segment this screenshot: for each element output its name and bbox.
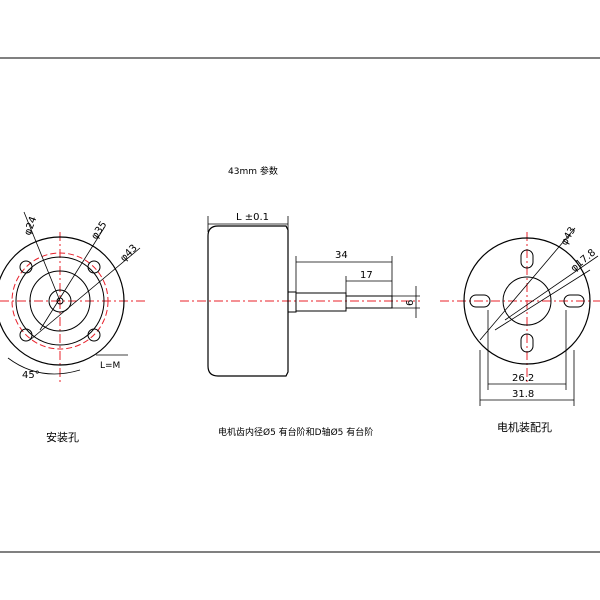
right-view: φ43 φ17.8 26.2 31.8 电机装配孔 <box>440 225 600 434</box>
side-view: L ±0.1 34 17 6 电机齿内径Ø5 有台阶和D轴Ø5 有台阶 <box>180 212 420 438</box>
right-outer-circle <box>463 237 591 365</box>
left-angle-label: 45° <box>22 370 40 381</box>
left-view-caption: 安装孔 <box>46 430 79 444</box>
side-dim-6-label: 6 <box>405 300 416 306</box>
side-boss <box>287 291 297 313</box>
left-inner-circle <box>29 270 91 332</box>
right-leader-d17-8 <box>504 255 599 321</box>
left-view: φ24 φ35 φ43 45° L=M 安装孔 <box>0 211 145 444</box>
left-angle-arc <box>7 357 81 375</box>
left-mount-hole-ll <box>19 328 33 342</box>
right-leader-d43 <box>479 227 576 341</box>
left-leader-d43 <box>29 247 141 341</box>
side-shaft <box>295 292 347 312</box>
right-dim-26-2-label: 26.2 <box>512 373 534 384</box>
side-shaft-tip <box>345 295 393 309</box>
side-dim-l-label: L ±0.1 <box>236 212 269 223</box>
left-hub-circle <box>48 289 72 313</box>
left-dim-d35: φ35 <box>89 220 109 242</box>
left-mount-hole-lr <box>87 328 101 342</box>
right-slot-right <box>563 294 585 308</box>
left-leader-d35 <box>39 227 105 331</box>
left-ring-circle <box>15 256 105 346</box>
right-view-caption: 电机装配孔 <box>497 420 552 434</box>
right-slot-left <box>469 294 491 308</box>
left-dim-d24: φ24 <box>22 215 39 237</box>
side-motor-body <box>207 225 289 377</box>
left-pitch-circle <box>11 252 109 350</box>
right-leader-extra <box>494 269 591 331</box>
header-note: 43mm 参数 <box>228 165 278 177</box>
left-mount-hole-ul <box>19 260 33 274</box>
right-dim-31-8-label: 31.8 <box>512 389 534 400</box>
side-dim-34-label: 34 <box>335 250 348 261</box>
right-slot-top <box>520 249 534 269</box>
side-dim-17-label: 17 <box>360 270 373 281</box>
side-view-caption: 电机齿内径Ø5 有台阶和D轴Ø5 有台阶 <box>218 426 373 438</box>
right-slot-bottom <box>520 333 534 353</box>
right-dim-d17-8: φ17.8 <box>569 247 598 274</box>
left-leader-d24 <box>23 211 61 302</box>
right-center-hole <box>502 276 552 326</box>
left-thread-note: L=M <box>100 361 120 371</box>
left-dim-d43: φ43 <box>118 243 139 264</box>
left-outer-circle <box>0 236 125 366</box>
right-dim-d43: φ43 <box>559 225 578 247</box>
left-mount-hole-ur <box>87 260 101 274</box>
